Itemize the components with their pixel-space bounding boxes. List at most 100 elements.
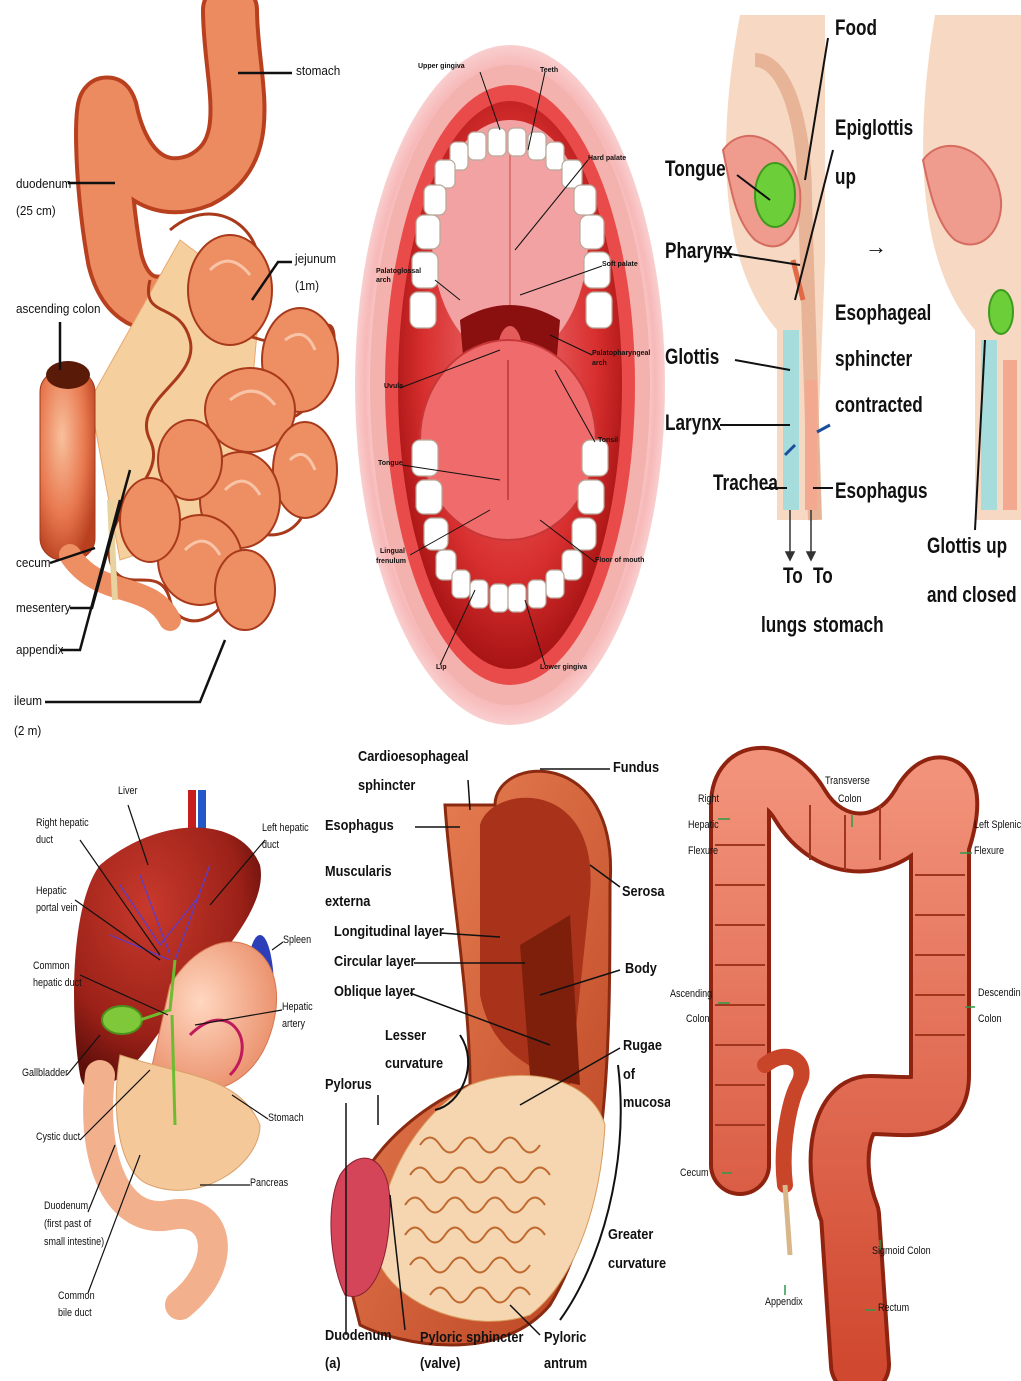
label-lingual-1: Lingual bbox=[380, 548, 405, 556]
label-greater-curvature-2: curvature bbox=[608, 1255, 666, 1272]
label-epiglottis-up: up bbox=[835, 164, 856, 189]
label-descending-1: Descending bbox=[978, 987, 1021, 1000]
label-right-hepatic-1: Right hepatic bbox=[36, 817, 89, 830]
label-common-bile-1: Common bbox=[58, 1290, 95, 1303]
label-ascending-colon: ascending colon bbox=[16, 302, 101, 317]
label-oblique-layer: Oblique layer bbox=[334, 983, 415, 1000]
label-esophageal-sphincter-3: contracted bbox=[835, 392, 923, 417]
label-pyloric-sphincter-2: (valve) bbox=[420, 1355, 460, 1372]
label-right-hepatic-2: Hepatic bbox=[688, 819, 719, 832]
label-hard-palate: Hard palate bbox=[588, 155, 626, 163]
label-longitudinal-layer: Longitudinal layer bbox=[334, 923, 444, 940]
label-stomach: stomach bbox=[296, 64, 340, 79]
label-left-hepatic-2: duct bbox=[262, 839, 279, 852]
label-duodenum-1: Duodenum bbox=[44, 1200, 88, 1213]
label-descending-2: Colon bbox=[978, 1013, 1002, 1026]
label-rectum: Rectum bbox=[878, 1302, 909, 1315]
label-uvula: Uvula bbox=[384, 383, 403, 391]
label-rugae-1: Rugae bbox=[623, 1037, 662, 1054]
label-left-splenic-1: Left Splenic bbox=[974, 819, 1021, 832]
stomach-illustration bbox=[320, 745, 670, 1381]
label-figure-a: (a) bbox=[325, 1355, 341, 1372]
panel-large-intestine: Transverse Colon Right Hepatic Flexure L… bbox=[670, 745, 1021, 1381]
label-appendix: appendix bbox=[16, 643, 64, 658]
label-rugae-3: mucosa bbox=[623, 1094, 670, 1111]
label-fundus: Fundus bbox=[613, 759, 659, 776]
label-mesentery: mesentery bbox=[16, 601, 71, 616]
label-pyloric-sphincter-1: Pyloric sphincter bbox=[420, 1329, 523, 1346]
label-muscularis-2: externa bbox=[325, 893, 370, 910]
small-intestine-illustration bbox=[0, 0, 340, 745]
label-cystic-duct: Cystic duct bbox=[36, 1131, 80, 1144]
label-left-splenic-2: Flexure bbox=[974, 845, 1004, 858]
label-jejunum: jejunum bbox=[295, 252, 336, 267]
label-spleen: Spleen bbox=[283, 934, 311, 947]
label-lesser-curvature-2: curvature bbox=[385, 1055, 443, 1072]
label-food: Food bbox=[835, 15, 877, 40]
label-to-1: To bbox=[783, 563, 803, 588]
label-lip: Lip bbox=[436, 664, 447, 672]
label-trachea: Trachea bbox=[713, 470, 778, 495]
oral-cavity-illustration bbox=[340, 0, 665, 745]
panel-stomach: Cardioesophageal sphincter Fundus Esopha… bbox=[320, 745, 670, 1381]
label-lingual-2: frenulum bbox=[376, 558, 406, 566]
label-cecum: cecum bbox=[16, 556, 50, 571]
label-lower-gingiva: Lower gingiva bbox=[540, 664, 587, 672]
label-appendix: Appendix bbox=[765, 1296, 803, 1309]
label-rugae-2: of bbox=[623, 1066, 635, 1083]
label-lesser-curvature-1: Lesser bbox=[385, 1027, 426, 1044]
label-hepatic-portal-2: portal vein bbox=[36, 902, 78, 915]
panel-small-intestine: stomach duodenum (25 cm) jejunum (1m) as… bbox=[0, 0, 340, 745]
label-stomach: Stomach bbox=[268, 1112, 304, 1125]
label-pharynx: Pharynx bbox=[665, 238, 733, 263]
label-epiglottis: Epiglottis bbox=[835, 115, 913, 140]
label-cardioesophageal-1: Cardioesophageal bbox=[358, 748, 469, 765]
label-tonsil: Tonsil bbox=[598, 437, 618, 445]
label-ileum-length: (2 m) bbox=[14, 724, 41, 739]
label-right-hepatic-2: duct bbox=[36, 834, 53, 847]
label-tongue: Tongue bbox=[665, 156, 726, 181]
label-transverse-2: Colon bbox=[838, 793, 862, 806]
label-duodenum: duodenum bbox=[16, 177, 71, 192]
label-glottis-up-2: and closed bbox=[927, 582, 1017, 607]
label-palatoglossal-2: arch bbox=[376, 277, 391, 285]
label-tongue: Tongue bbox=[378, 460, 403, 468]
label-pancreas: Pancreas bbox=[250, 1177, 288, 1190]
large-intestine-illustration bbox=[670, 745, 1021, 1381]
label-circular-layer: Circular layer bbox=[334, 953, 416, 970]
label-right-hepatic-1: Right bbox=[698, 793, 719, 806]
label-esophageal-sphincter-1: Esophageal bbox=[835, 300, 931, 325]
label-jejunum-length: (1m) bbox=[295, 279, 319, 294]
arrow-right-icon: → bbox=[865, 234, 887, 259]
label-common-hepatic-1: Common bbox=[33, 960, 70, 973]
label-palatoglossal-1: Palatoglossal bbox=[376, 268, 421, 276]
label-to-2: To bbox=[813, 563, 833, 588]
panel-oral-cavity: Upper gingiva Teeth Hard palate Soft pal… bbox=[340, 0, 665, 745]
label-esophagus: Esophagus bbox=[835, 478, 927, 503]
label-palatopharyngeal-1: Palatopharyngeal bbox=[592, 350, 650, 358]
label-lungs: lungs bbox=[761, 612, 807, 637]
label-liver: Liver bbox=[118, 785, 138, 798]
label-palatopharyngeal-2: arch bbox=[592, 360, 607, 368]
panel-swallowing: Food Epiglottis up Tongue Pharynx → Esop… bbox=[665, 0, 1021, 745]
label-hepatic-artery-1: Hepatic bbox=[282, 1001, 313, 1014]
label-larynx: Larynx bbox=[665, 410, 721, 435]
label-left-hepatic-1: Left hepatic bbox=[262, 822, 309, 835]
label-floor-of-mouth: Floor of mouth bbox=[595, 557, 644, 565]
label-glottis-up-1: Glottis up bbox=[927, 533, 1007, 558]
label-duodenum-length: (25 cm) bbox=[16, 204, 56, 219]
label-transverse-1: Transverse bbox=[825, 775, 870, 788]
label-upper-gingiva: Upper gingiva bbox=[418, 63, 465, 71]
label-right-hepatic-3: Flexure bbox=[688, 845, 718, 858]
label-muscularis-1: Muscularis bbox=[325, 863, 392, 880]
label-duodenum-2: (first past of bbox=[44, 1218, 91, 1231]
label-body: Body bbox=[625, 960, 657, 977]
label-sigmoid-colon: Sigmoid Colon bbox=[872, 1245, 931, 1258]
label-esophageal-sphincter-2: sphincter bbox=[835, 346, 912, 371]
label-pylorus: Pylorus bbox=[325, 1076, 372, 1093]
label-common-bile-2: bile duct bbox=[58, 1307, 92, 1320]
label-gallbladder: Gallbladder bbox=[22, 1067, 68, 1080]
label-cecum: Cecum bbox=[680, 1167, 709, 1180]
label-teeth: Teeth bbox=[540, 67, 558, 75]
label-hepatic-artery-2: artery bbox=[282, 1018, 305, 1031]
